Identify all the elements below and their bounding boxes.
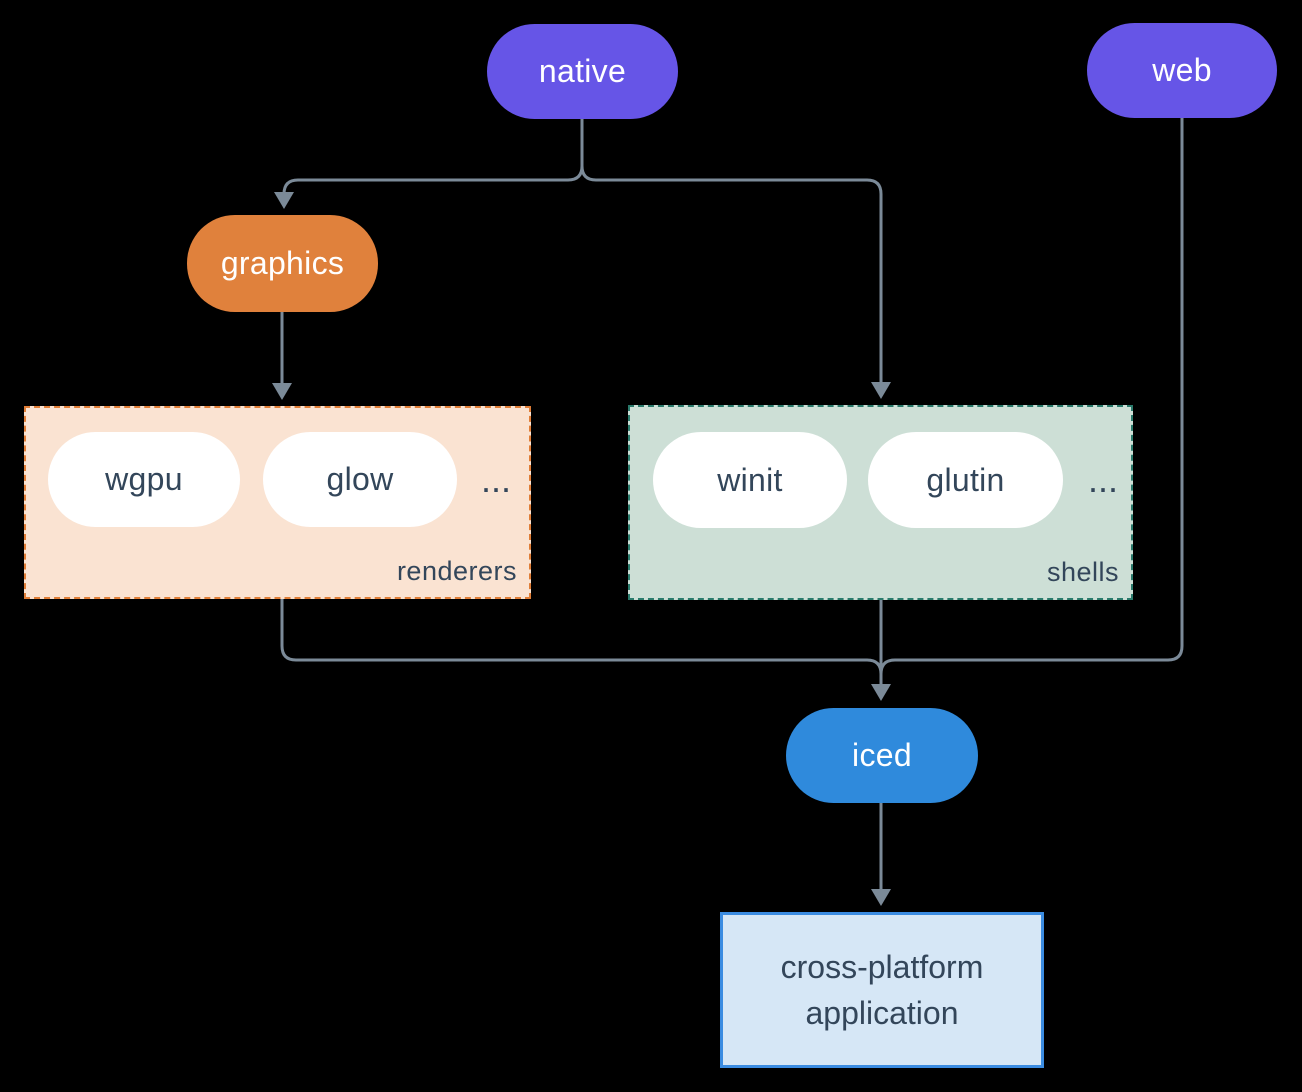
node-glow: glow xyxy=(263,432,457,527)
renderers-group-label: renderers xyxy=(396,556,517,586)
node-winit-label: winit xyxy=(717,461,783,498)
node-iced-label: iced xyxy=(852,737,912,773)
arrowhead-renderers xyxy=(272,383,292,400)
node-wgpu-label: wgpu xyxy=(105,461,183,497)
node-native-label: native xyxy=(538,53,627,89)
node-winit: winit xyxy=(653,432,847,528)
app-label-line1: cross-platform xyxy=(780,949,984,985)
shells-ellipsis: ... xyxy=(1087,459,1118,500)
shells-group-label: shells xyxy=(1046,557,1119,587)
connector-native-to-shells xyxy=(580,119,883,384)
node-glutin: glutin xyxy=(868,432,1063,528)
connector-renderers-to-iced xyxy=(280,599,883,675)
arrowhead-graphics xyxy=(274,192,294,209)
node-wgpu: wgpu xyxy=(48,432,240,527)
group-renderers: wgpu glow ... renderers xyxy=(24,406,531,599)
node-web: web xyxy=(1087,23,1277,118)
node-glutin-label: glutin xyxy=(926,461,1005,498)
node-graphics-label: graphics xyxy=(220,245,345,281)
app-label-line2: application xyxy=(805,995,959,1031)
connector-web-to-iced xyxy=(879,118,1184,675)
node-cross-platform-application: cross-platform application xyxy=(720,912,1044,1068)
node-graphics: graphics xyxy=(187,215,378,312)
node-iced: iced xyxy=(786,708,978,803)
node-web-label: web xyxy=(1152,52,1212,88)
arrowhead-app xyxy=(871,889,891,906)
connector-native-to-graphics xyxy=(282,119,584,196)
node-glow-label: glow xyxy=(326,461,394,497)
renderers-ellipsis: ... xyxy=(480,458,511,500)
arrowhead-shells xyxy=(871,382,891,399)
group-shells: winit glutin ... shells xyxy=(628,405,1133,600)
arrowhead-iced xyxy=(871,684,891,701)
node-native: native xyxy=(487,24,678,119)
